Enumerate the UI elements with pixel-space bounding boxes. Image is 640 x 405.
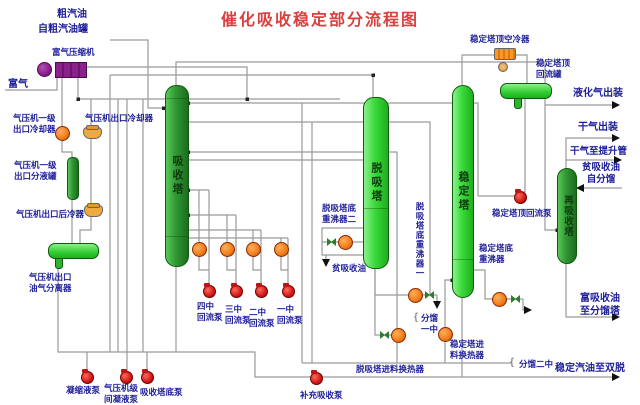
valve-icon: [327, 238, 336, 246]
label-stabilizer-top-aircooler: 稳定塔顶空冷器: [470, 34, 530, 44]
label-lean-absorption-oil: 贫吸收油: [332, 263, 367, 273]
pumparound-2-exchanger-icon: [246, 242, 261, 257]
label-from-crude-tank: 自粗汽油罐: [38, 24, 88, 35]
pumparound-1-exchanger-icon: [274, 242, 289, 257]
pumparound-3-exchanger-icon: [220, 242, 235, 257]
label-rich-gas: 富气: [8, 79, 28, 90]
stabilizer-feed-exchanger-icon: [438, 327, 453, 342]
valve-icon: [511, 295, 520, 303]
stage1-outlet-drum-vessel: [67, 157, 79, 200]
pumparound-4-exchanger-icon: [192, 242, 207, 257]
stage1-outlet-cooler-exchanger-icon: [55, 126, 70, 141]
condensate-pump-icon: [81, 369, 94, 384]
label-oilgas-separator: 气压机出口 油气分离器: [29, 272, 72, 294]
label-stabilizer-top-reflux-pump: 稳定塔顶回流泵: [492, 208, 552, 218]
label-stable-gasoline-out: 稳定汽油至双脱: [555, 363, 625, 374]
reflux-pump-2-icon: [255, 283, 268, 298]
oil-gas-separator-vessel: [48, 243, 99, 259]
stabilizer-top-aircooler-icon: [494, 48, 516, 60]
label-interstage-condensate-pump: 气压机级 间凝液泵: [104, 383, 139, 405]
label-frac-mid-1: 分馏 一中: [421, 313, 439, 335]
absorber-bottom-pump-icon: [141, 369, 154, 384]
diagram-title: 催化吸收稳定部分流程图: [220, 12, 419, 29]
stabilizer-top-reflux-drum-vessel: [500, 83, 552, 99]
label-stabilizer-reboiler: 稳定塔底 重沸器: [479, 243, 514, 265]
flow-arrows: [322, 101, 622, 381]
reflux-pump-3-icon: [230, 283, 243, 298]
column-section-line: [166, 98, 188, 99]
absorber-column-label: 吸收塔: [171, 155, 183, 197]
label-stabilizer-feed-exchanger: 稳定塔进 料换热器: [450, 339, 485, 361]
stabilizer-top-reflux-pump-icon: [514, 189, 527, 204]
interstage-condensate-pump-icon: [120, 369, 133, 384]
absorber-column: 吸收塔: [165, 85, 189, 267]
stabilizer-column-label: 稳定塔: [457, 170, 469, 213]
label-stabilizer-top-reflux-drum: 稳定塔顶 回流罐: [536, 58, 571, 80]
label-condensate-pump: 凝缩液泵: [66, 385, 101, 395]
aircooler-fan-icon: [498, 62, 508, 72]
desorber-reboiler-1-exchanger-icon: [408, 288, 423, 303]
reflux-pump-4-icon: [203, 283, 216, 298]
label-dry-gas-out: 干气出装: [578, 122, 618, 133]
desorber-reboiler-2-exchanger-icon: [338, 235, 353, 250]
brace-glyph: {: [414, 312, 418, 323]
label-desorber-reboiler-2: 脱吸塔底 重沸器二: [322, 203, 357, 225]
reabsorber-column-label: 再吸收塔: [562, 195, 573, 237]
compressor-outlet-cooler-icon: [83, 125, 102, 139]
label-reflux-pump-1: 一中 回流泵: [277, 304, 303, 326]
label-outlet-cooler: 气压机出口冷却器: [85, 113, 154, 123]
reabsorber-column: 再吸收塔: [557, 168, 577, 264]
valve-icon: [380, 331, 389, 339]
stabilizer-column: 稳定塔: [452, 85, 474, 298]
compressor-motor-icon: [37, 62, 52, 77]
compressor-outlet-aftercooler-icon: [84, 203, 103, 217]
desorber-feed-exchanger-icon: [391, 328, 406, 343]
label-reflux-pump-3: 三中 回流泵: [225, 304, 251, 326]
label-rich-gas-compressor: 富气压缩机: [52, 47, 95, 57]
column-section-line: [166, 236, 188, 237]
label-lean-oil-from-frac: 贫吸收油 自分馏: [581, 162, 620, 186]
label-outlet-aftercooler: 气压机出口后冷器: [16, 209, 85, 219]
label-absorber-bottom-pump: 吸收塔底泵: [140, 387, 183, 397]
desorber-column: 脱吸塔: [363, 97, 389, 269]
valve-icon: [425, 291, 434, 299]
label-lpg-out: 液化气出装: [573, 88, 623, 99]
label-reflux-pump-4: 四中 回流泵: [197, 301, 223, 323]
brace-glyph: {: [510, 357, 514, 368]
column-section-line: [453, 259, 473, 260]
rich-gas-compressor-icon: [55, 62, 87, 78]
label-desorber-reboiler-1: 脱吸塔底重沸器一: [415, 202, 426, 278]
label-stage1-outlet-cooler: 气压机一级 出口冷却器: [13, 113, 56, 135]
label-desorber-feed-exchanger: 脱吸塔进料换热器: [356, 364, 425, 374]
label-frac-mid-2: 分馏二中: [519, 359, 554, 369]
reflux-pump-1-icon: [282, 283, 295, 298]
desorber-column-label: 脱吸塔: [370, 162, 382, 204]
label-dry-gas-to-riser: 干气至提升管: [570, 146, 628, 157]
label-stage1-outlet-drum: 气压机一级 出口分液罐: [14, 160, 57, 182]
label-rich-oil-to-frac: 富吸收油 至分馏塔: [580, 293, 620, 317]
column-section-line: [364, 208, 388, 209]
label-reflux-pump-2: 二中 回流泵: [249, 307, 275, 329]
makeup-absorption-pump-icon: [310, 370, 323, 385]
label-makeup-absorption-pump: 补充吸收泵: [300, 390, 343, 400]
label-crude-gasoline: 粗汽油: [57, 9, 87, 20]
stabilizer-reboiler-exchanger-icon: [492, 292, 507, 307]
